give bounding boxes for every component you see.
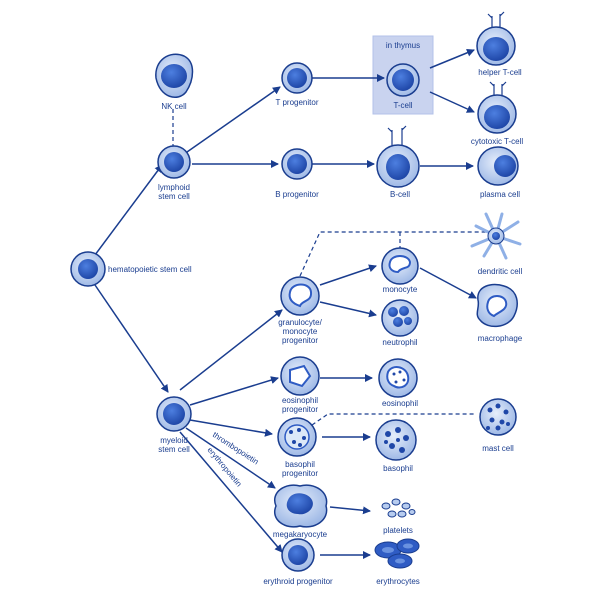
- label-monocyte: monocyte: [383, 285, 418, 294]
- lymphoid-stem-cell: [157, 145, 191, 179]
- label-eosinophil: eosinophil: [382, 399, 418, 408]
- label-cytotoxic-t: cytotoxic T-cell: [471, 137, 524, 146]
- label-lymphoid-2: stem cell: [158, 192, 190, 201]
- label-gm-1: granulocyte/: [278, 318, 322, 327]
- label-helper-t: helper T-cell: [478, 68, 522, 77]
- b-cell: [376, 125, 420, 188]
- gm-progenitor-cell: [280, 276, 320, 316]
- label-dendritic: dendritic cell: [478, 267, 523, 276]
- edge-myeloid-baso: [189, 419, 273, 437]
- label-nk: NK cell: [161, 102, 187, 111]
- edge-mega-platelets: [329, 506, 371, 515]
- label-eos-prog-2: progenitor: [282, 405, 318, 414]
- eosinophil-cell: [378, 358, 418, 398]
- hsc-cell: [70, 251, 106, 287]
- label-plasma: plasma cell: [480, 190, 520, 199]
- label-basophil: basophil: [383, 464, 413, 473]
- t-cell: [386, 63, 420, 97]
- label-baso-prog-2: progenitor: [282, 469, 318, 478]
- megakaryocyte-cell: [273, 484, 328, 528]
- edge-myeloid-gm: [179, 309, 283, 391]
- basophil-cell: [375, 419, 417, 461]
- label-t-progenitor: T progenitor: [276, 98, 319, 107]
- platelets-cells: [381, 498, 416, 518]
- plasma-cell: [477, 146, 519, 186]
- edge-gm-neutrophil: [319, 301, 377, 318]
- cytotoxic-t-cell: [477, 81, 517, 134]
- label-baso-prog-1: basophil: [285, 460, 315, 469]
- erythrocytes-cells: [374, 538, 420, 569]
- edge-monocyte-macrophage: [419, 267, 477, 299]
- edge-myeloid-ery: [179, 431, 283, 553]
- label-neutrophil: neutrophil: [382, 338, 417, 347]
- edge-hsc-myeloid: [94, 284, 169, 393]
- b-progenitor-cell: [281, 148, 313, 180]
- label-eos-prog-1: eosinophil: [282, 396, 318, 405]
- label-t-cell: T-cell: [393, 101, 412, 110]
- basophil-progenitor-cell: [277, 417, 317, 457]
- myeloid-stem-cell: [156, 396, 192, 432]
- neutrophil-cell: [381, 299, 419, 337]
- edge-gm-monocyte: [319, 264, 377, 286]
- nk-cell: [155, 53, 194, 98]
- edge-gm-dendritic: [299, 231, 500, 277]
- edge-lymphoid-tprog: [186, 86, 281, 153]
- label-megakaryocyte: megakaryocyte: [273, 530, 328, 539]
- label-macrophage: macrophage: [478, 334, 523, 343]
- label-b-progenitor: B progenitor: [275, 190, 319, 199]
- macrophage-cell: [476, 283, 518, 328]
- erythroid-progenitor-cell: [281, 538, 315, 572]
- edge-tcell-helper: [429, 48, 475, 69]
- label-myeloid-1: myeloid: [160, 436, 188, 445]
- label-in-thymus: in thymus: [386, 41, 420, 50]
- dendritic-cell: [470, 212, 522, 260]
- monocyte-cell: [381, 247, 419, 285]
- edge-myeloid-eos: [189, 376, 279, 406]
- label-b-cell: B-cell: [390, 190, 410, 199]
- label-mast: mast cell: [482, 444, 514, 453]
- eosinophil-progenitor-cell: [280, 356, 320, 396]
- edge-hsc-lymphoid: [94, 164, 163, 256]
- t-progenitor-cell: [281, 62, 313, 94]
- mast-cell: [479, 398, 517, 436]
- label-lymphoid-1: lymphoid: [158, 183, 190, 192]
- label-erythrocytes: erythrocytes: [376, 577, 420, 586]
- label-gm-3: progenitor: [282, 336, 318, 345]
- edges: [94, 48, 500, 559]
- edge-myeloid-mega: [185, 427, 276, 489]
- label-myeloid-2: stem cell: [158, 445, 190, 454]
- edge-tcell-cytotoxic: [429, 91, 475, 113]
- helper-t-cell: [476, 11, 516, 66]
- label-gm-2: monocyte: [283, 327, 318, 336]
- label-platelets: platelets: [383, 526, 413, 535]
- label-erythroid: erythroid progenitor: [263, 577, 333, 586]
- label-hsc: hematopoietic stem cell: [108, 265, 192, 274]
